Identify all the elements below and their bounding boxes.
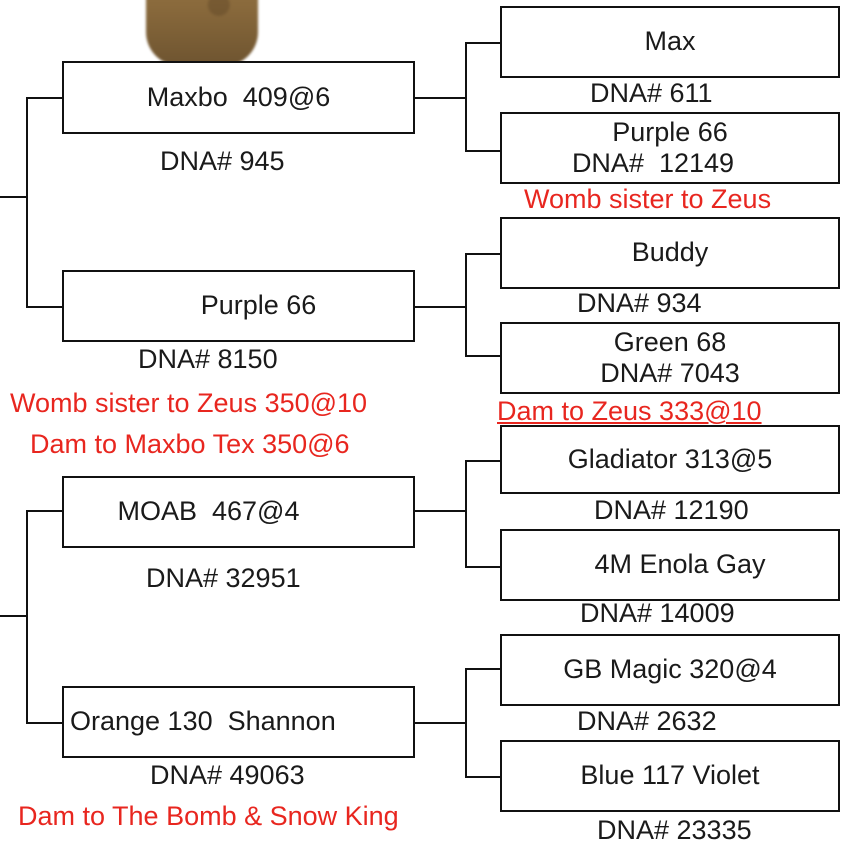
sire-sire-name: Max [644, 26, 696, 57]
sire-dam2-dna: DNA# 12149 [571, 148, 735, 178]
dam-side-dam-dam-box: Blue 117 Violet [500, 740, 840, 812]
connector [465, 460, 502, 462]
dam-side-dam-dna: DNA# 49063 [150, 760, 305, 790]
dam-side-sire-sire-dna: DNA# 12190 [594, 495, 749, 525]
dam-dam-name: Green 68 [613, 326, 727, 357]
connector [465, 355, 502, 357]
sire-dam-note-2: Dam to Maxbo Tex 350@6 [30, 429, 350, 459]
sire-dam-box: Purple 66 [62, 270, 415, 342]
sire-dna: DNA# 945 [160, 146, 285, 176]
connector [26, 510, 64, 512]
connector [465, 668, 467, 778]
sire-box: Maxbo 409@6 [62, 61, 415, 134]
dam-side-dam-sire-name: GB Magic 320@4 [563, 654, 777, 685]
sire-sire-box: Max [500, 6, 840, 78]
dam-side-sire-sire-box: Gladiator 313@5 [500, 425, 840, 494]
connector [26, 97, 64, 99]
dam-sire-name: Buddy [631, 237, 709, 268]
sire-sire-dna: DNA# 611 [590, 78, 713, 108]
dam-sire-dna: DNA# 934 [577, 288, 702, 318]
connector [465, 566, 502, 568]
dam-side-dam-note: Dam to The Bomb & Snow King [18, 801, 399, 831]
connector [26, 97, 28, 308]
dam-dam-dna: DNA# 7043 [600, 358, 740, 388]
dam-side-sire-box: MOAB 467@4 [62, 476, 415, 548]
animal-photo [146, 0, 258, 66]
connector [465, 253, 467, 357]
connector [465, 42, 502, 44]
connector [26, 306, 64, 308]
dam-side-sire-dam-box: 4M Enola Gay [500, 529, 840, 601]
connector [413, 306, 467, 308]
dam-side-sire-sire-name: Gladiator 313@5 [567, 443, 773, 474]
dam-dam-note: Dam to Zeus 333@10 [497, 396, 762, 426]
sire-dam2-name: Purple 66 [612, 116, 728, 147]
dam-side-sire-name: MOAB 467@4 [117, 496, 300, 527]
connector [465, 776, 502, 778]
connector [413, 97, 467, 99]
connector [26, 722, 64, 724]
dam-side-dam-sire-box: GB Magic 320@4 [500, 634, 840, 706]
sire-dam-name: Purple 66 [200, 290, 317, 321]
dam-sire-box: Buddy [500, 217, 840, 289]
dam-side-dam-sire-dna: DNA# 2632 [577, 706, 717, 736]
connector [465, 150, 502, 152]
connector [0, 615, 28, 617]
connector [413, 510, 467, 512]
sire-dam2-box: Purple 66 DNA# 12149 [500, 112, 840, 184]
connector [465, 668, 502, 670]
dam-side-dam-dam-dna: DNA# 23335 [597, 815, 752, 845]
dam-side-dam-dam-name: Blue 117 Violet [580, 760, 760, 791]
connector [0, 196, 28, 198]
connector [465, 253, 502, 255]
dam-side-dam-box: Orange 130 Shannon [62, 686, 415, 758]
sire-dam-dna: DNA# 8150 [138, 344, 278, 374]
sire-dam2-note: Womb sister to Zeus [524, 184, 772, 214]
connector [413, 722, 467, 724]
dam-side-dam-name: Orange 130 Shannon [70, 706, 336, 737]
dam-dam-box: Green 68 DNA# 7043 [500, 322, 840, 394]
connector [465, 460, 467, 568]
sire-name: Maxbo 409@6 [146, 81, 331, 112]
dam-side-sire-dna: DNA# 32951 [146, 563, 301, 593]
sire-dam-note-1: Womb sister to Zeus 350@10 [10, 388, 368, 418]
dam-side-sire-dam-name: 4M Enola Gay [594, 549, 766, 580]
connector [26, 510, 28, 724]
connector [465, 42, 467, 152]
dam-side-sire-dam-dna: DNA# 14009 [580, 598, 735, 628]
